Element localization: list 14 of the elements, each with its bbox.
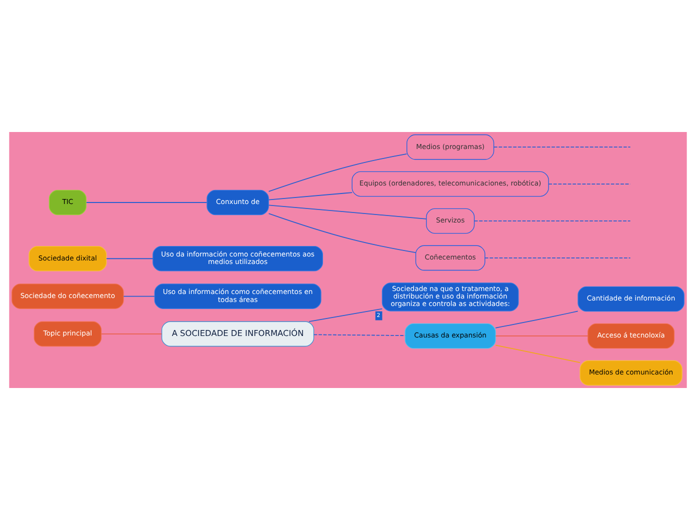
connector [268,204,427,220]
connector [106,258,154,260]
connector [268,154,408,192]
connector [123,296,155,297]
connector [494,146,631,148]
connector [313,334,406,336]
connector [495,310,578,328]
connector [100,333,162,334]
connector [474,220,631,222]
connector [86,202,208,203]
connector [268,213,416,254]
connector [268,192,353,200]
node-box: A SOCIEDADE DE INFORMACIÓN [161,321,314,347]
connector [495,344,580,363]
